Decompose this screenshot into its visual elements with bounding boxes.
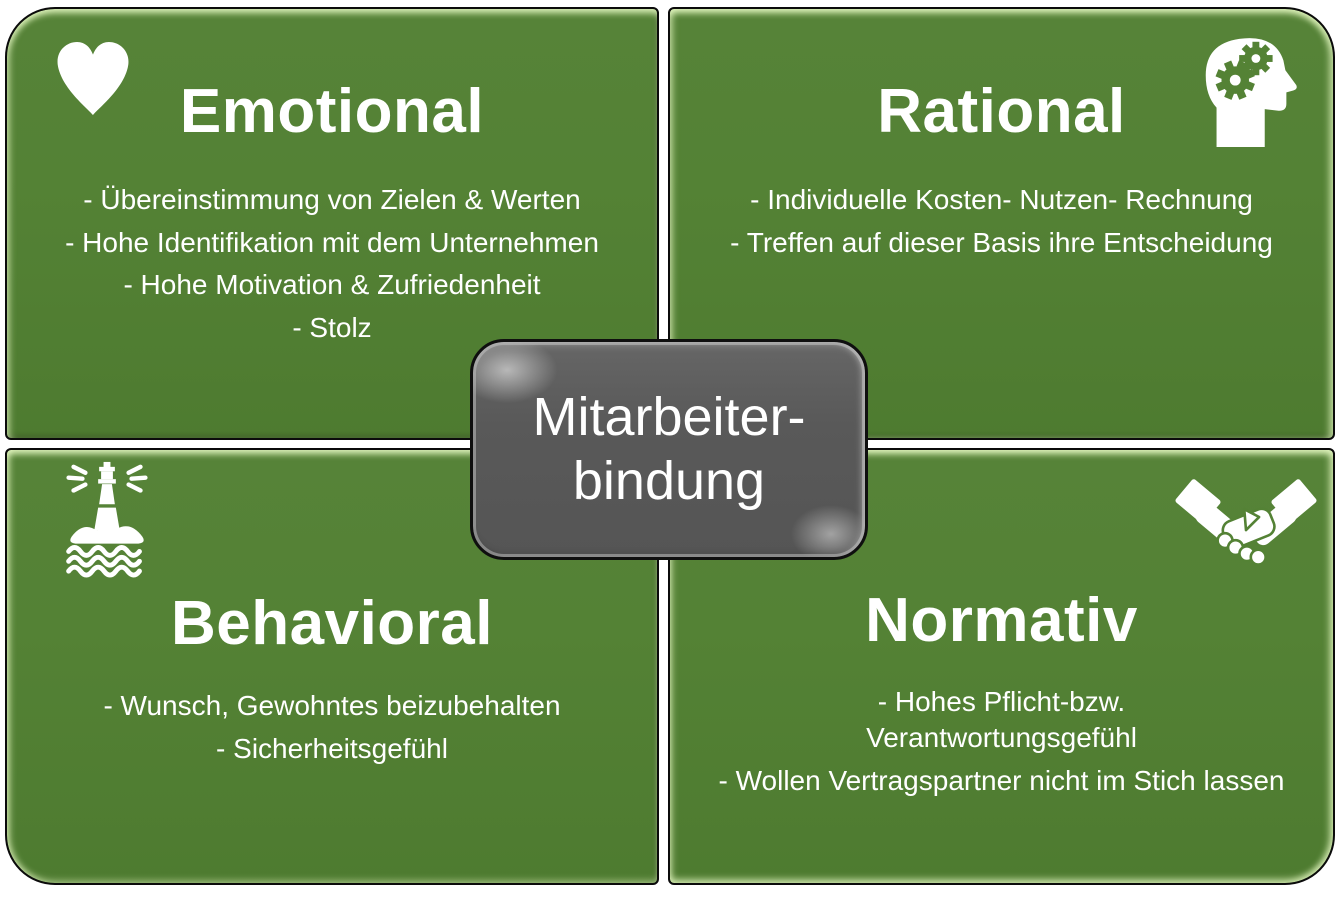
quadrant-title: Emotional — [179, 77, 485, 146]
center-label-line2: bindung — [572, 450, 766, 511]
quadrant-emotional: Emotional - Übereinstimmung von Zielen &… — [5, 7, 659, 440]
bullet-item: - Sicherheitsgefühl — [216, 732, 448, 764]
bullet-list: - Individuelle Kosten- Nutzen- Rechnung … — [670, 179, 1333, 264]
quadrant-title: Normativ — [865, 586, 1138, 655]
bullet-item: - Stolz — [292, 311, 372, 343]
bullet-list: - Wunsch, Gewohntes beizubehalten - Sich… — [7, 685, 657, 770]
bullet-item: - Treffen auf dieser Basis ihre Entschei… — [730, 226, 1273, 258]
bullet-list: - Übereinstimmung von Zielen & Werten - … — [7, 179, 657, 349]
center-label-line1: Mitarbeiter- — [532, 386, 806, 447]
quadrant-title: Behavioral — [170, 589, 494, 658]
heart-icon — [51, 35, 135, 123]
center-box-mitarbeiterbindung: Mitarbeiter- bindung — [470, 339, 868, 560]
handshake-icon — [1175, 476, 1317, 572]
quadrant-title: Rational — [877, 77, 1126, 146]
bullet-item: - Hohe Motivation & Zufriedenheit — [123, 269, 541, 301]
bullet-item: - Wunsch, Gewohntes beizubehalten — [103, 690, 561, 721]
head-gears-icon — [1199, 29, 1299, 147]
bullet-item: - Hohe Identifikation mit dem Unternehme… — [65, 226, 599, 258]
bullet-list: - Hohes Pflicht-bzw. Verantwortungsgefüh… — [670, 684, 1333, 799]
lighthouse-icon — [57, 458, 157, 578]
bullet-item: - Wollen Vertragspartner nicht im Stich … — [718, 764, 1285, 796]
bullet-item: - Hohes Pflicht-bzw. Verantwortungsgefüh… — [866, 686, 1137, 754]
bullet-item: - Übereinstimmung von Zielen & Werten — [83, 184, 581, 215]
bullet-item: - Individuelle Kosten- Nutzen- Rechnung — [750, 184, 1253, 215]
